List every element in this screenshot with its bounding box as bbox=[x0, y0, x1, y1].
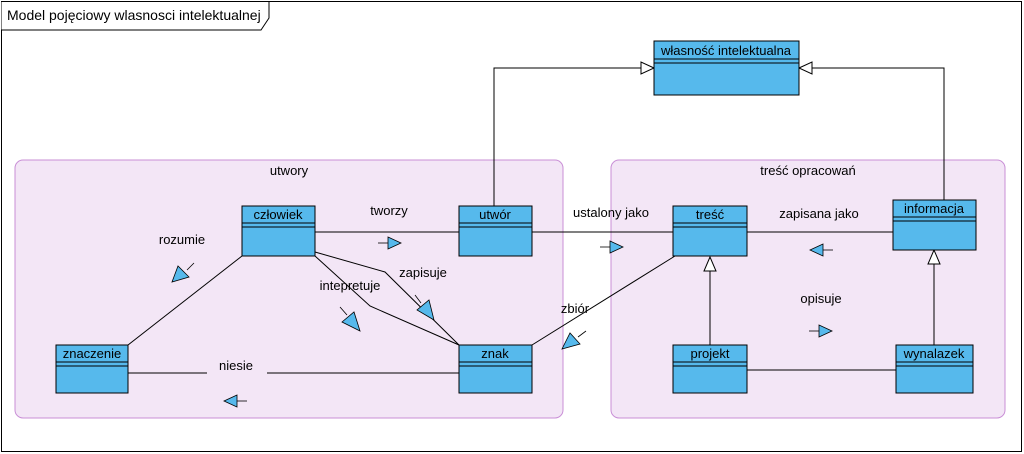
class-znaczenie-name: znaczenie bbox=[63, 346, 122, 361]
assoc-zbior bbox=[531, 255, 676, 346]
label-rozumie: rozumie bbox=[159, 232, 205, 247]
triangle-to-tresc bbox=[703, 255, 717, 272]
frame-title-tab bbox=[1, 1, 270, 31]
arrow-zbior-tail bbox=[577, 330, 587, 338]
class-znak-name: znak bbox=[481, 346, 509, 361]
arrow-niesie-icon bbox=[223, 394, 238, 408]
direction-arrows bbox=[171, 236, 833, 408]
generalization-informacja bbox=[812, 67, 945, 200]
label-zapisana-jako: zapisana jako bbox=[779, 206, 859, 221]
generalization-arrowheads bbox=[640, 61, 941, 272]
class-informacja-name: informacja bbox=[904, 201, 965, 216]
label-intepretuje: intepretuje bbox=[320, 278, 381, 293]
class-znak[interactable]: znak bbox=[458, 344, 533, 394]
class-wlasnosc-name: własność intelektualna bbox=[660, 43, 792, 58]
arrow-rozumie-icon bbox=[171, 265, 190, 283]
arrow-opisuje-icon bbox=[818, 324, 833, 338]
arrow-zbior-icon bbox=[561, 332, 581, 350]
triangle-to-wlasnosc-left bbox=[640, 61, 656, 75]
class-utwor[interactable]: utwór bbox=[458, 205, 533, 257]
class-wynalazek[interactable]: wynalazek bbox=[895, 344, 974, 394]
niesie-label-bg bbox=[207, 361, 267, 377]
arrow-intepretuje-icon bbox=[341, 311, 361, 332]
arrow-tworzy-icon bbox=[387, 236, 402, 250]
connections bbox=[127, 67, 945, 374]
label-zapisuje: zapisuje bbox=[399, 265, 447, 280]
class-znaczenie[interactable]: znaczenie bbox=[55, 344, 129, 394]
class-wlasnosc-intelektualna[interactable]: własność intelektualna bbox=[653, 40, 800, 96]
class-informacja[interactable]: informacja bbox=[892, 199, 977, 251]
class-tresc[interactable]: treść bbox=[672, 205, 748, 257]
class-czlowiek-name: człowiek bbox=[253, 207, 303, 222]
label-zbior: zbiór bbox=[561, 301, 590, 316]
class-czlowiek[interactable]: człowiek bbox=[241, 205, 316, 257]
package-tresc-label: treść opracowań bbox=[760, 163, 855, 178]
diagram-title: Model pojęciowy wlasnosci intelektualnej bbox=[7, 7, 261, 23]
label-opisuje: opisuje bbox=[800, 291, 841, 306]
arrow-rozumie-tail bbox=[186, 262, 195, 271]
class-projekt-name: projekt bbox=[690, 346, 729, 361]
class-projekt[interactable]: projekt bbox=[672, 344, 748, 394]
arrow-ustalony-icon bbox=[609, 240, 624, 254]
arrow-zapisuje-tail bbox=[414, 294, 422, 304]
class-utwor-name: utwór bbox=[479, 207, 511, 222]
assoc-intepretuje bbox=[314, 255, 460, 346]
assoc-zapisuje bbox=[314, 251, 460, 346]
assoc-rozumie bbox=[127, 255, 243, 346]
class-wynalazek-name: wynalazek bbox=[903, 346, 965, 361]
package-utwory bbox=[14, 159, 564, 419]
class-tresc-name: treść bbox=[696, 207, 725, 222]
generalization-utwor bbox=[493, 67, 641, 206]
triangle-to-wlasnosc-right bbox=[797, 61, 813, 75]
arrow-intepretuje-tail bbox=[339, 306, 348, 316]
label-tworzy: tworzy bbox=[370, 203, 408, 218]
arrow-zapisana-icon bbox=[809, 243, 824, 257]
label-niesie: niesie bbox=[219, 358, 253, 373]
triangle-to-informacja bbox=[927, 248, 941, 265]
package-utwory-label: utwory bbox=[270, 163, 309, 178]
arrow-zapisuje-icon bbox=[416, 299, 435, 321]
label-ustalony-jako: ustalony jako bbox=[573, 205, 649, 220]
